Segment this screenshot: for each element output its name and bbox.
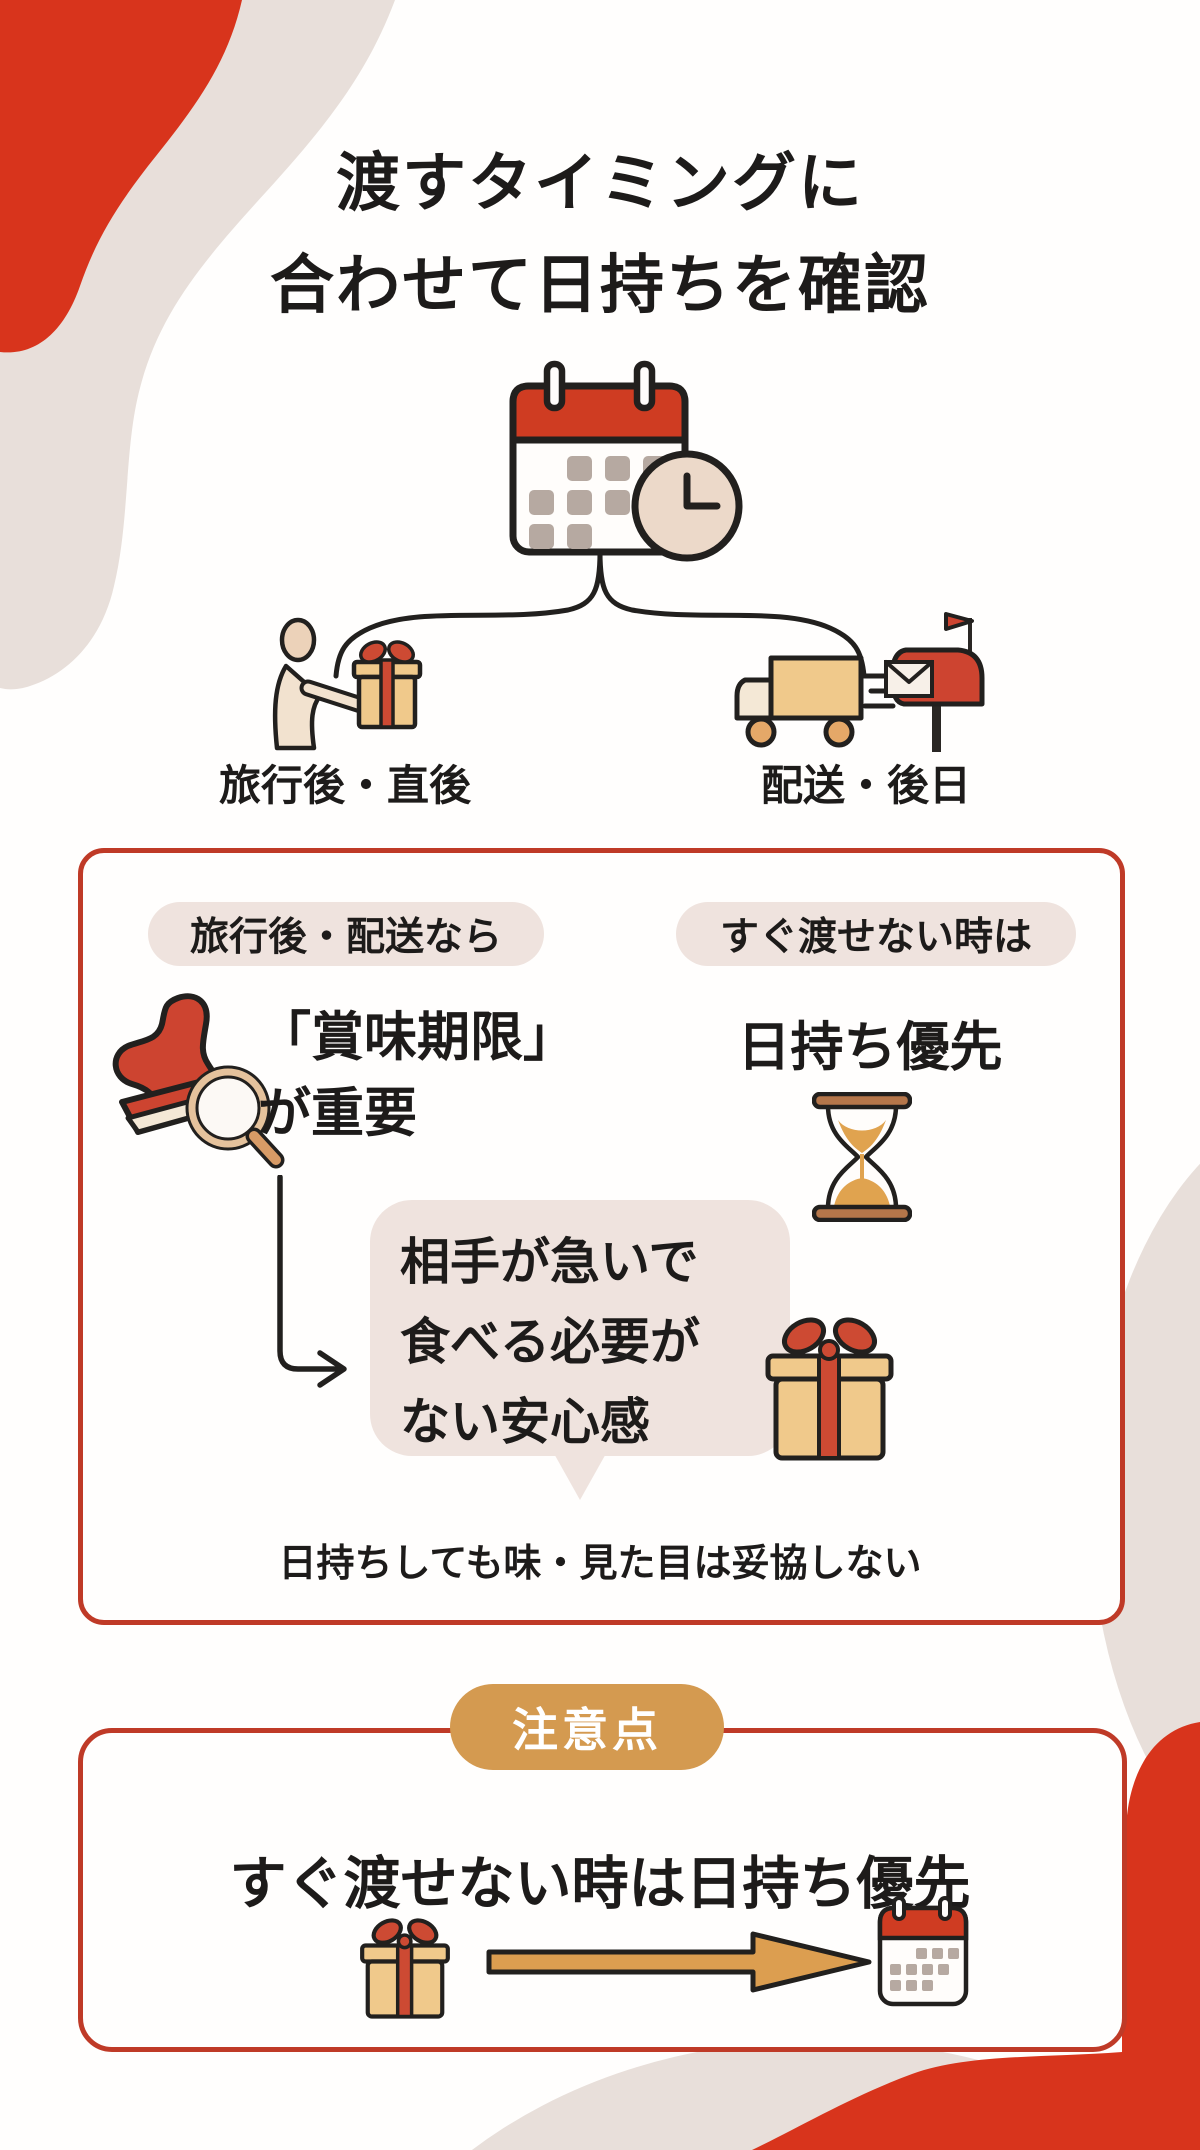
bubble-line3: ない安心感 <box>400 1393 650 1451</box>
calendar-clock-icon <box>509 360 743 562</box>
person-gift-icon <box>272 617 423 751</box>
bubble-line2: 食べる必要が <box>400 1313 700 1371</box>
small-gift-icon <box>360 1918 450 2019</box>
mailbox-icon <box>884 612 985 752</box>
branch-right-label: 配送・後日 <box>760 761 971 810</box>
page-title-line1: 渡すタイミングに <box>336 147 864 221</box>
expiry-heading: 「賞味期限」 が重要 <box>258 1000 576 1152</box>
badge-after-trip-delivery: 旅行後・配送なら <box>148 902 544 966</box>
truck-icon <box>734 655 898 748</box>
topleft-red-blob <box>0 0 242 353</box>
expiry-heading-line1: 「賞味期限」 <box>258 1007 576 1068</box>
main-box-caption: 日持ちしても味・見た目は妥協しない <box>278 1541 922 1585</box>
note-headline: すぐ渡せない時は日持ち優先 <box>229 1851 971 1917</box>
bubble-text: 相手が急いで 食べる必要が ない安心感 <box>400 1222 700 1462</box>
expiry-heading-line2: が重要 <box>258 1083 417 1144</box>
branch-brace <box>333 549 867 679</box>
note-badge: 注意点 <box>450 1684 724 1770</box>
branch-left-label: 旅行後・直後 <box>218 761 471 810</box>
hourglass-icon <box>812 1092 912 1222</box>
badge-cannot-hand-soon: すぐ渡せない時は <box>676 902 1076 966</box>
speech-bubble <box>370 1200 790 1456</box>
bottomright-red-blob <box>752 1722 1200 2150</box>
gift-icon <box>765 1317 894 1461</box>
small-calendar-icon <box>877 1896 969 2007</box>
stamp-magnifier-icon <box>112 993 285 1169</box>
shelf-life-priority-heading: 日持ち優先 <box>737 1017 1003 1078</box>
flow-arrow-icon <box>277 1175 347 1388</box>
speech-bubble-tail <box>552 1450 608 1500</box>
arrow-right-icon <box>486 1931 872 1993</box>
bubble-line1: 相手が急いで <box>400 1233 699 1291</box>
page-title-line2: 合わせて日持ちを確認 <box>270 249 930 323</box>
